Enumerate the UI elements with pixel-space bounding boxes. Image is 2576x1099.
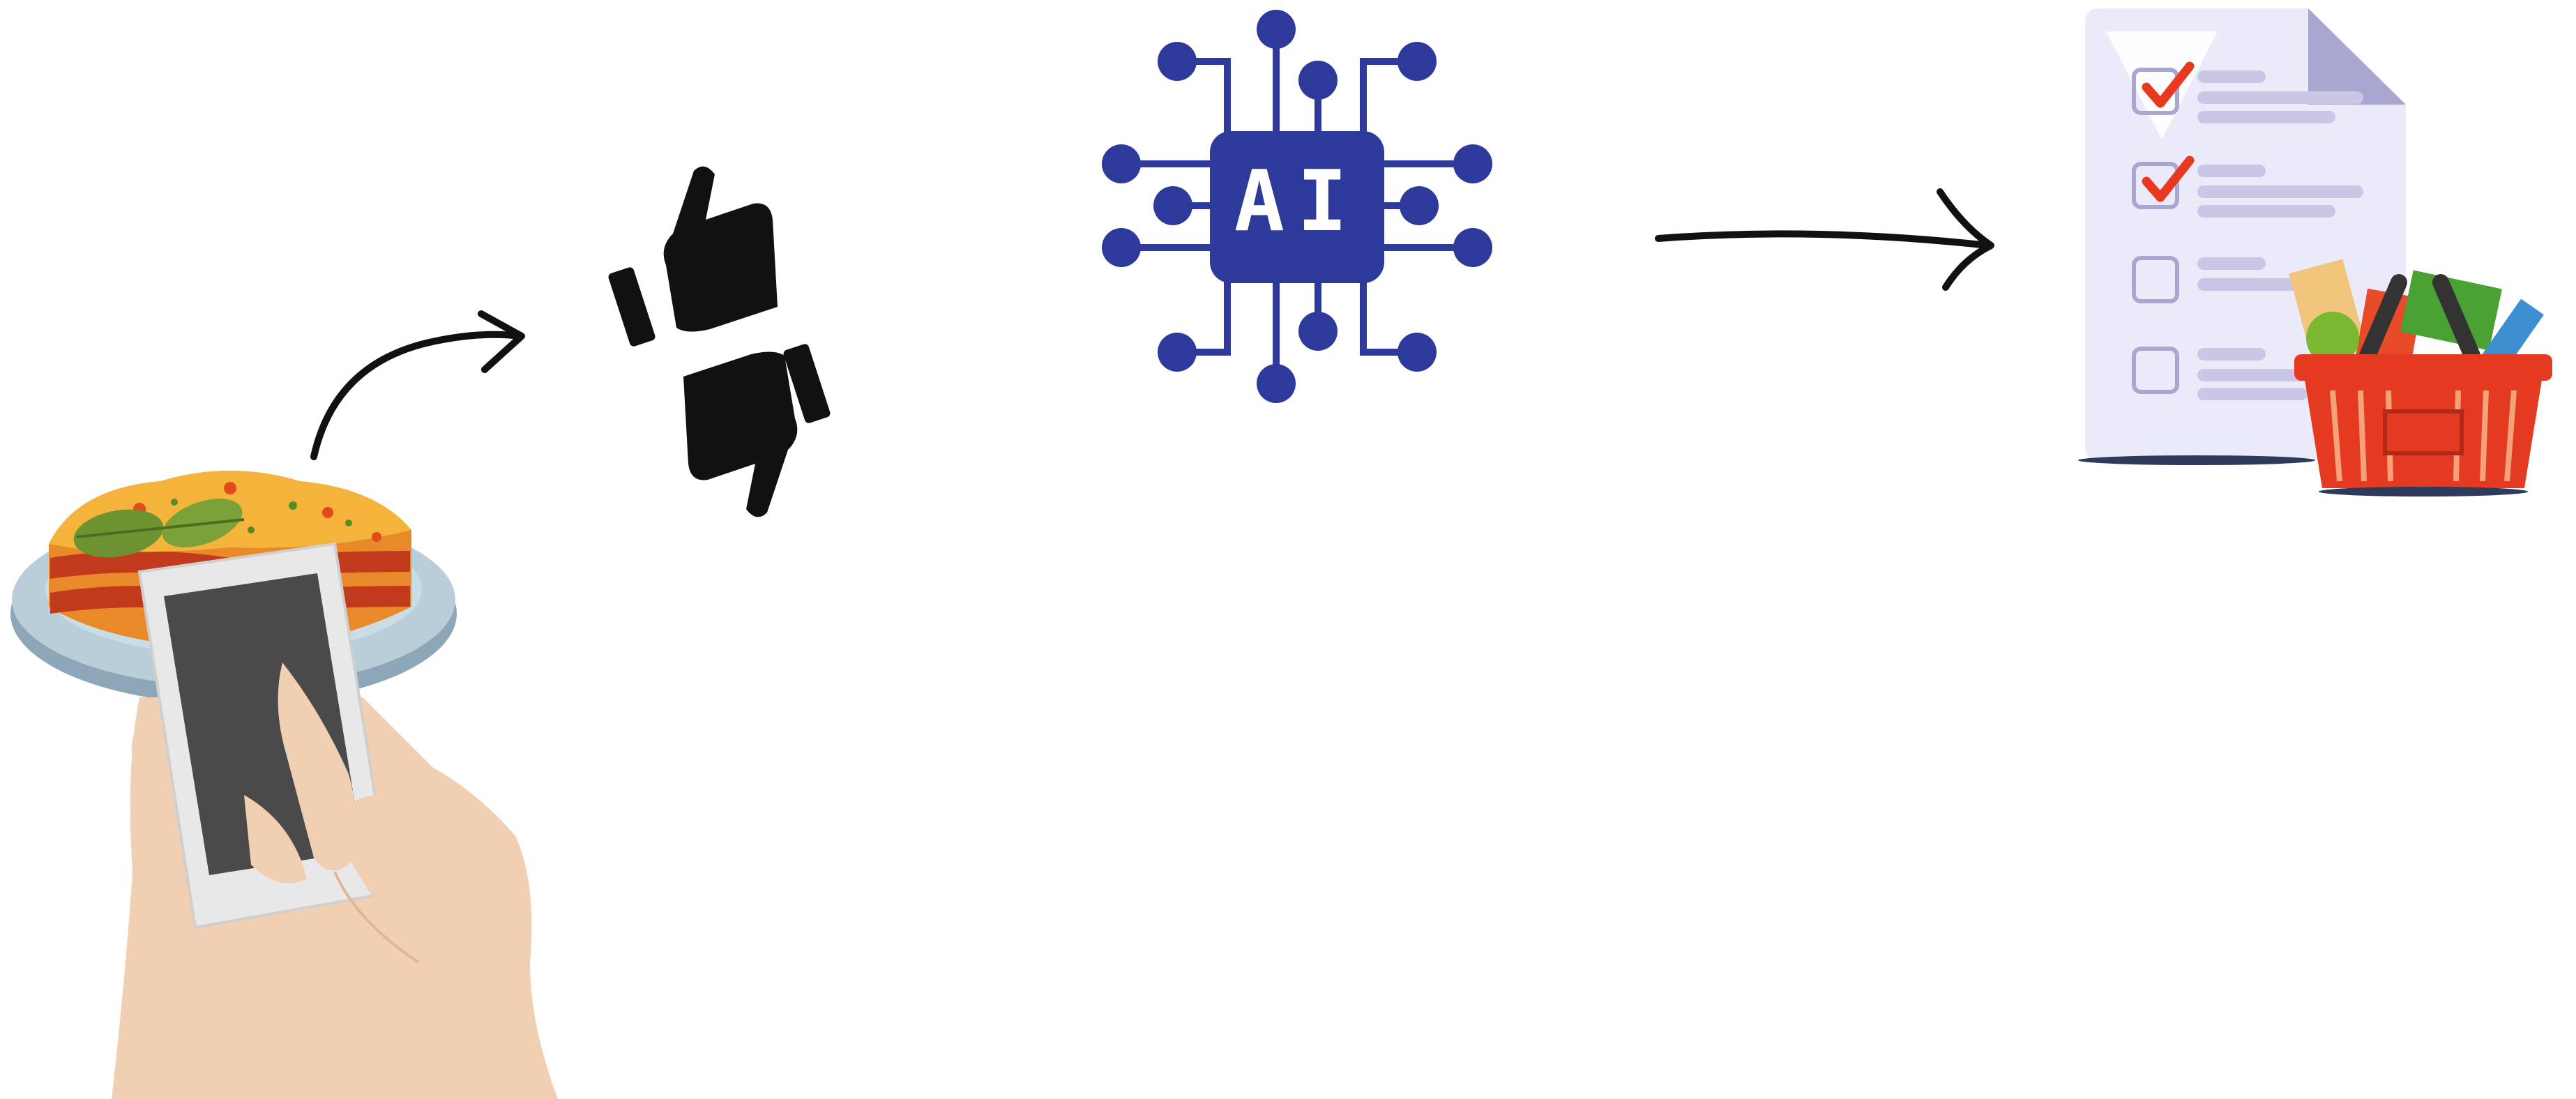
straight-arrow-icon: [1655, 188, 1994, 291]
shopping-basket-icon: [2289, 259, 2552, 497]
phone-food-icon: [10, 471, 558, 1099]
hand-with-phone: [112, 542, 558, 1099]
thumbs-up-icon: [608, 166, 778, 347]
checklist-lines: [2197, 70, 2363, 400]
ai-chip-nodes: [1102, 10, 1492, 403]
curved-arrow-icon: [310, 310, 525, 460]
ai-chip-label: AI: [1234, 153, 1361, 250]
checklist-basket-icon: [2078, 8, 2552, 497]
checkmark-icon: [2142, 61, 2195, 202]
checklist-rows: [2132, 68, 2179, 394]
thumbs-down-icon: [683, 344, 831, 517]
thumbs-up-down-icon: [608, 166, 831, 517]
